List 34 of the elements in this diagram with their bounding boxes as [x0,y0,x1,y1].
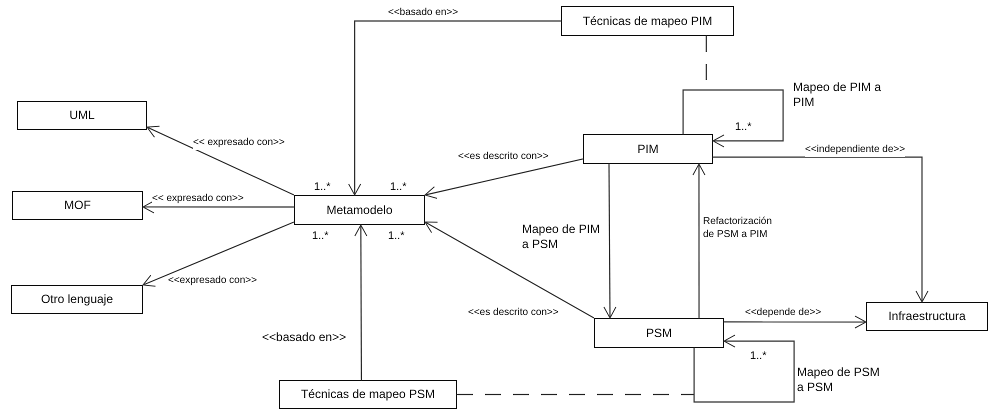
class-box: PSM [594,318,724,348]
class-box: Infraestructura [866,302,988,331]
association-arrow [724,316,866,328]
association-arrow [424,221,594,319]
multiplicity-label: 1..* [750,350,767,364]
edge-label: << expresado con>> [152,193,244,206]
class-box: Técnicas de mapeo PSM [279,380,457,409]
class-box: UML [17,101,147,130]
association-arrow [692,164,706,318]
multiplicity-label: 1..* [388,230,405,244]
association-arrow [146,126,294,196]
edge-label: << expresado con>> [193,137,285,150]
association-arrow [603,164,616,318]
class-box: Técnicas de mapeo PIM [561,6,734,36]
multiplicity-label: 1..* [390,181,407,195]
edge-label: <<expresado con>> [168,275,257,288]
association-arrow [682,89,784,148]
association-arrow [424,158,584,199]
edge-label: <<independiente de>> [805,144,906,156]
edge-label: <<depende de>> [745,307,822,320]
association-arrow [354,224,368,380]
class-box: Otro lenguaje [11,285,143,314]
multiplicity-label: 1..* [735,121,752,135]
class-box: MOF [12,191,143,220]
association-arrow [713,156,928,302]
class-box: PIM [583,134,713,164]
multiplicity-label: 1..* [312,230,329,244]
class-box: Metamodelo [294,195,425,225]
dashed-line [457,394,694,396]
association-arrow [348,20,561,196]
association-arrow [142,200,294,214]
multiplicity-label: 1..* [314,181,331,195]
association-arrow [142,221,294,287]
association-arrow [694,334,795,403]
